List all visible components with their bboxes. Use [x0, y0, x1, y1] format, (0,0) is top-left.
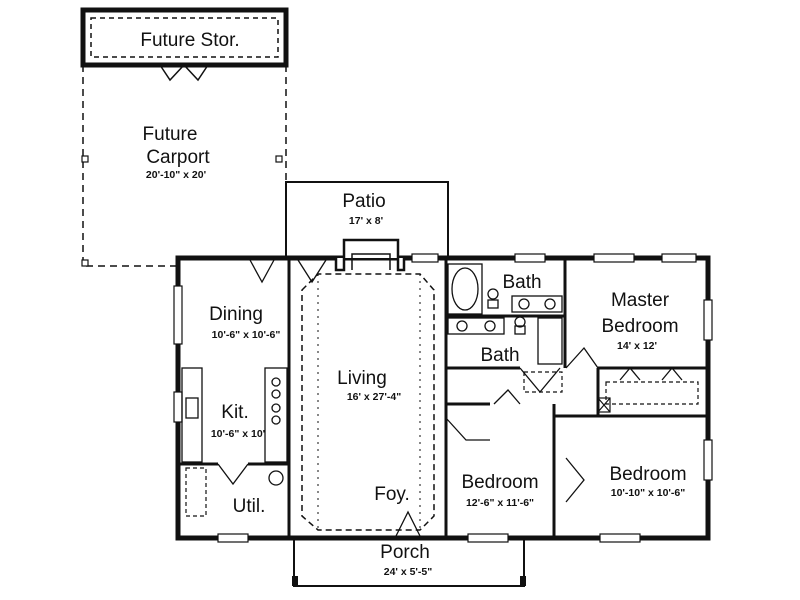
bath-fixtures: [447, 263, 563, 365]
porch-outline: [292, 538, 526, 587]
patio-outline: [285, 181, 449, 258]
foyer-label: Foy.: [374, 484, 410, 505]
bedroom-right-dimensions: 10'-10" x 10'-6": [611, 487, 686, 499]
interior-walls: [180, 260, 708, 536]
master-bedroom-label-line1: Master: [611, 290, 670, 311]
kitchen-dimensions: 10'-6" x 10': [211, 428, 265, 440]
living-label: Living: [337, 368, 387, 389]
hvac-box: [597, 397, 611, 413]
bedroom-right-label: Bedroom: [609, 464, 686, 485]
bath-upper-label: Bath: [502, 272, 541, 293]
fireplace: [334, 238, 406, 272]
closets: [185, 371, 699, 517]
dining-dimensions: 10'-6" x 10'-6": [212, 329, 281, 341]
patio-dimensions: 17' x 8': [349, 215, 383, 227]
future-carport-dimensions: 20'-10" x 20': [146, 169, 206, 181]
future-carport-outline: [81, 65, 287, 267]
master-bedroom-label-line2: Bedroom: [601, 316, 678, 337]
porch-label: Porch: [380, 542, 430, 563]
master-bedroom-dimensions: 14' x 12': [617, 340, 657, 352]
porch-dimensions: 24' x 5'-5": [384, 566, 433, 578]
exterior-walls: [173, 253, 713, 543]
living-ceiling-outline: [301, 273, 435, 531]
kitchen-counters: [181, 367, 288, 486]
dining-label: Dining: [209, 304, 263, 325]
bedroom-middle-dimensions: 12'-6" x 11'-6": [466, 497, 534, 509]
utility-label: Util.: [233, 496, 266, 517]
patio-label: Patio: [342, 191, 385, 212]
kitchen-label: Kit.: [221, 402, 248, 423]
future-storage-label: Future Stor.: [140, 30, 239, 51]
future-carport-label-line1: Future: [143, 124, 198, 145]
living-dimensions: 16' x 27'-4": [347, 391, 401, 403]
doors: [217, 259, 683, 537]
future-storage-structure: [80, 7, 289, 82]
future-carport-label-line2: Carport: [146, 147, 210, 168]
bedroom-middle-label: Bedroom: [461, 472, 538, 493]
bath-lower-label: Bath: [480, 345, 519, 366]
